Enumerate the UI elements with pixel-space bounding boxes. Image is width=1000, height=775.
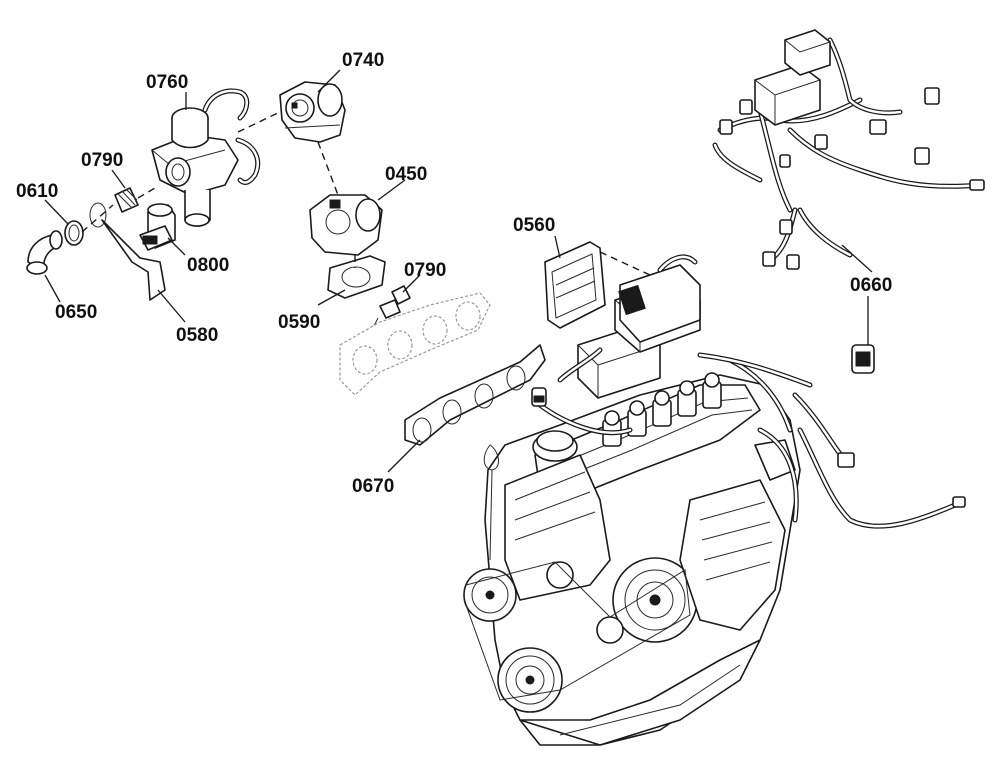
label-0580: 0580: [176, 325, 218, 346]
label-0450: 0450: [385, 164, 427, 185]
gasket-0590: [327, 255, 386, 299]
manifold-ghost: [339, 292, 491, 396]
solenoid-0800: [139, 203, 176, 251]
bracket-0580: [89, 202, 166, 301]
ecu-connector: [618, 254, 701, 343]
valve-0760: [151, 88, 261, 227]
label-0760: 0760: [146, 72, 188, 93]
label-0610: 0610: [16, 181, 58, 202]
label-0590: 0590: [278, 312, 320, 333]
elbow-0650: [26, 230, 63, 275]
spring-0790-left: [114, 187, 139, 213]
label-0790-left: 0790: [81, 150, 123, 171]
label-0650: 0650: [55, 302, 97, 323]
gasket-0670: [404, 344, 546, 446]
label-0560: 0560: [513, 215, 555, 236]
label-0790-right: 0790: [404, 260, 446, 281]
label-0800: 0800: [187, 255, 229, 276]
part-labels: 0760 0740 0790 0610 0450 0800 0790 0560 …: [16, 50, 892, 497]
assembly-lines: [81, 111, 651, 276]
wiring-harness: [712, 29, 985, 374]
label-0740: 0740: [342, 50, 384, 71]
leader-lines: [44, 69, 873, 473]
intake-part-0450: [309, 194, 383, 256]
throttle-body-0740: [279, 81, 346, 143]
ecu-module: [544, 241, 606, 329]
label-0670: 0670: [352, 476, 394, 497]
oring-0610: [64, 220, 84, 246]
label-0660: 0660: [850, 275, 892, 296]
sensor-0790-right: [373, 285, 411, 327]
